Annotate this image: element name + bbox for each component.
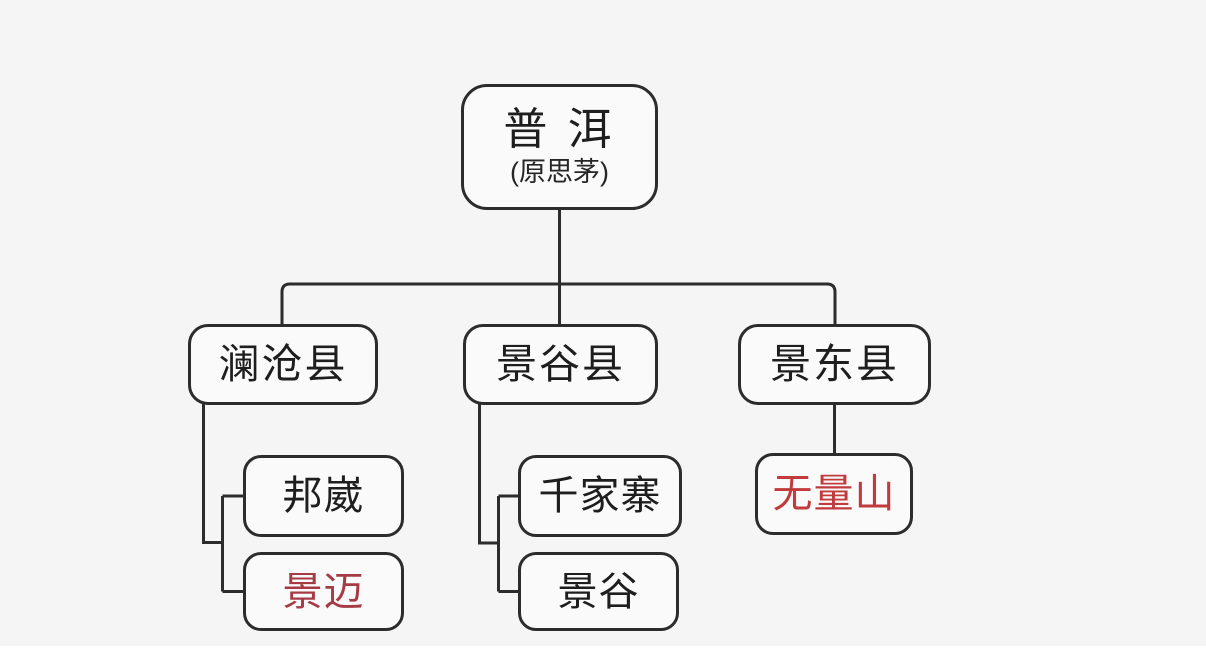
leaf-label: 千家寨 xyxy=(538,474,662,518)
root-subtitle: (原思茅) xyxy=(510,157,609,188)
root-title: 普 洱 xyxy=(503,104,616,154)
leaf-label: 邦崴 xyxy=(282,474,365,518)
node-bangwai: 邦崴 xyxy=(243,455,404,537)
connector-jinggu-elbow xyxy=(478,404,499,545)
node-jingdong-county: 景东县 xyxy=(738,324,931,405)
node-qianjiazhai: 千家寨 xyxy=(518,455,682,537)
node-lancang-county: 澜沧县 xyxy=(188,324,378,405)
connector-rail xyxy=(280,282,837,325)
node-wuliangshan: 无量山 xyxy=(755,453,913,535)
leaf-label: 景谷 xyxy=(557,569,640,614)
leaf-label: 无量山 xyxy=(772,472,896,516)
connector-lancang-elbow xyxy=(202,404,223,544)
bottom-white-strip xyxy=(0,646,1206,660)
node-jingmai: 景迈 xyxy=(243,552,404,631)
node-puer-root: 普 洱 (原思茅) xyxy=(461,84,658,210)
node-jinggu-county: 景谷县 xyxy=(463,324,658,405)
county-label: 澜沧县 xyxy=(218,340,348,387)
leaf-label: 景迈 xyxy=(282,569,365,614)
county-label: 景东县 xyxy=(770,340,899,387)
county-label: 景谷县 xyxy=(496,340,625,387)
node-jinggu-leaf: 景谷 xyxy=(518,552,679,631)
